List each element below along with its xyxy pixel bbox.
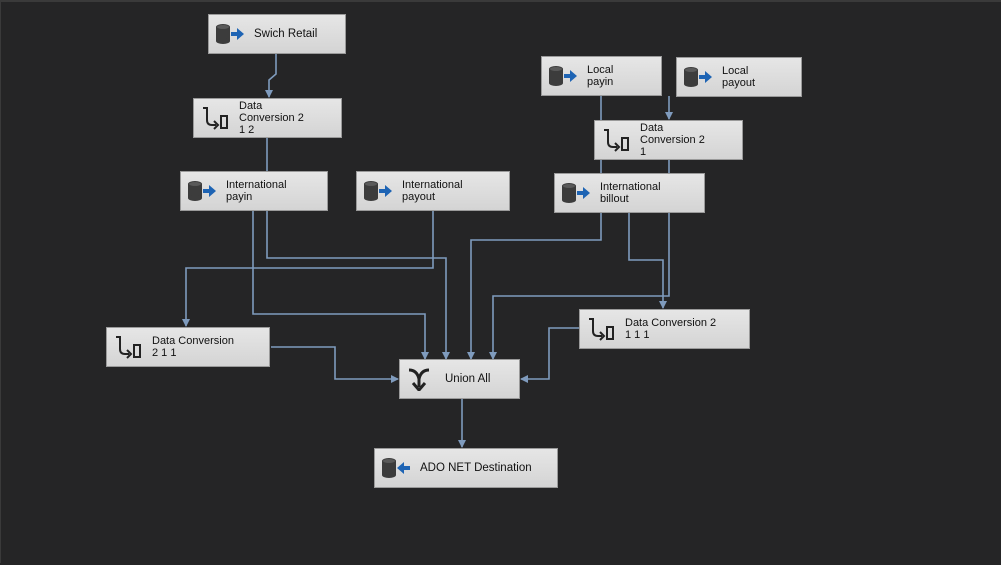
node-label: Data Conversion 2 1 1 (152, 335, 234, 359)
database-source-icon (562, 183, 590, 203)
node-international-payin[interactable]: International payin (180, 171, 328, 211)
data-conversion-icon (589, 318, 614, 341)
path-conversion211-to-union (271, 346, 399, 383)
database-source-icon (684, 67, 712, 87)
node-label: Swich Retail (254, 28, 318, 40)
node-data-conversion-2-1-1-1[interactable]: Data Conversion 2 1 1 1 (579, 309, 750, 349)
path-conversion21-to-union (489, 159, 670, 360)
node-local-payout[interactable]: Local payout (676, 57, 802, 97)
node-label: International billout (600, 181, 661, 205)
path-local-payin-to-union (467, 95, 602, 360)
path-intl-payin-to-union (252, 210, 429, 360)
node-ado-net-destination[interactable]: ADO NET Destination (374, 448, 558, 488)
node-international-payout[interactable]: International payout (356, 171, 510, 211)
node-union-all[interactable]: Union All (399, 359, 520, 399)
path-intl-payout-to-conversion211 (182, 210, 434, 327)
path-conversion2111-to-union (520, 327, 579, 383)
union-all-icon (408, 368, 430, 391)
node-label: Data Conversion 2 1 (640, 122, 705, 158)
node-switch-retail[interactable]: Swich Retail (208, 14, 346, 54)
database-source-icon (188, 181, 216, 201)
node-label: International payin (226, 179, 287, 203)
node-label: Union All (445, 373, 491, 385)
node-data-conversion-2-1-1[interactable]: Data Conversion 2 1 1 (106, 327, 270, 367)
node-label: Data Conversion 2 1 1 1 (625, 317, 717, 341)
node-label: ADO NET Destination (420, 462, 532, 474)
node-data-conversion-2-1[interactable]: Data Conversion 2 1 (594, 120, 743, 160)
data-conversion-icon (116, 336, 141, 359)
node-local-payin[interactable]: Local payin (541, 56, 662, 96)
node-label: Local payout (722, 65, 756, 89)
node-label: Data Conversion 2 1 2 (239, 100, 304, 136)
node-data-conversion-2-1-2[interactable]: Data Conversion 2 1 2 (193, 98, 342, 138)
node-international-billout[interactable]: International billout (554, 173, 705, 213)
node-label: International payout (402, 179, 463, 203)
data-conversion-icon (203, 107, 228, 130)
database-destination-icon (382, 458, 410, 478)
node-label: Local payin (587, 64, 614, 88)
path-intl-billout-to-conversion2111 (628, 212, 667, 309)
data-conversion-icon (604, 129, 629, 152)
database-source-icon (216, 24, 244, 44)
path-switch-to-conversion (265, 54, 277, 98)
database-source-icon (364, 181, 392, 201)
database-source-icon (549, 66, 577, 86)
